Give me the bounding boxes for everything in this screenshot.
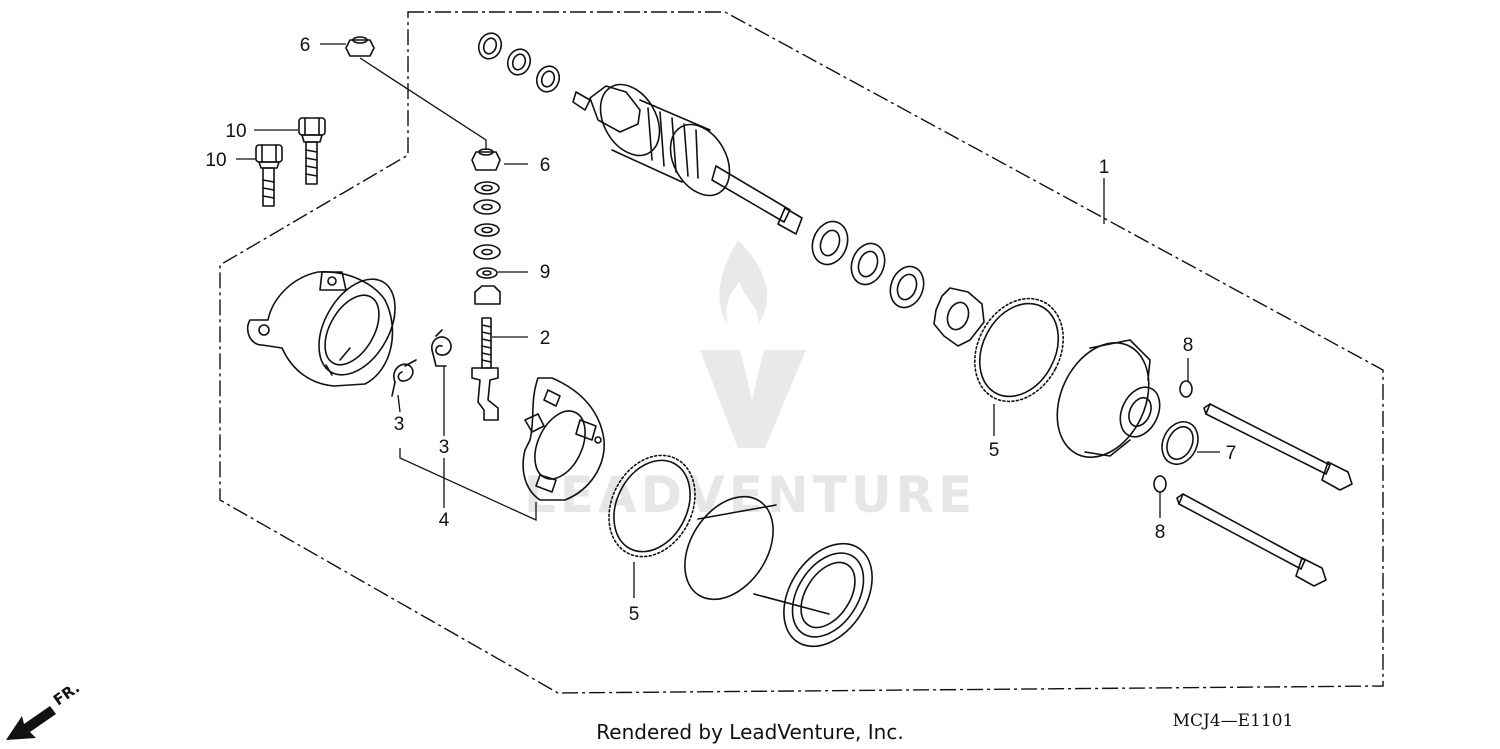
footer-credit: Rendered by LeadVenture, Inc. <box>596 720 903 744</box>
washers-top <box>477 32 561 93</box>
diagram-code: MCJ4—E1101 <box>1173 711 1294 731</box>
front-cover <box>1056 339 1161 459</box>
starter-yoke <box>684 495 873 648</box>
callout-label: 5 <box>989 440 1000 461</box>
o-ring-7 <box>1161 421 1199 465</box>
flange-bolt-10-upper <box>298 117 326 185</box>
flange-bolt-10-lower <box>255 144 283 207</box>
callout-label: 10 <box>205 150 226 171</box>
lock-plate <box>933 287 985 347</box>
brush-spring-3-left <box>391 359 417 397</box>
assembly-boundary-dashed <box>219 11 1384 694</box>
callout-label: 8 <box>1183 335 1194 356</box>
callout-label: 2 <box>540 328 551 349</box>
callout-label: 8 <box>1155 522 1166 543</box>
callout-label: 3 <box>394 414 405 435</box>
o-ring-5-left <box>608 454 696 558</box>
callout-label: 6 <box>300 35 311 56</box>
o-ring-5-right <box>974 297 1064 403</box>
callout-label: 5 <box>629 604 640 625</box>
callout-labels: 1 2 3 3 4 5 5 6 6 7 8 8 9 10 10 <box>205 35 1236 625</box>
callout-label: 7 <box>1226 443 1237 464</box>
arrow-icon <box>6 706 56 740</box>
through-bolt-lower <box>1176 493 1327 587</box>
terminal-bolt-2 <box>471 317 499 421</box>
washer-8-upper <box>1179 380 1193 398</box>
brush-holder-plate <box>522 377 605 501</box>
flange-nut-6-top <box>345 36 375 57</box>
front-direction-label: FR. <box>50 679 83 710</box>
washer-8-lower <box>1153 475 1167 493</box>
callout-label: 9 <box>540 262 551 283</box>
through-bolt-upper <box>1203 403 1353 491</box>
watermark-logo <box>700 240 806 448</box>
brush-spring-3-right <box>431 329 452 367</box>
leader-lines <box>236 43 1220 598</box>
callout-label: 3 <box>439 437 450 458</box>
callout-label: 6 <box>540 155 551 176</box>
callout-label: 4 <box>439 510 450 531</box>
armature <box>572 83 803 235</box>
washers-front <box>811 220 925 309</box>
watermark-text: LEADVENTURE <box>524 466 976 524</box>
front-direction-indicator: FR. <box>6 679 83 740</box>
callout-label: 10 <box>225 121 246 142</box>
terminal-stack <box>471 148 501 305</box>
callout-label: 1 <box>1099 157 1110 178</box>
rear-housing <box>246 271 396 387</box>
